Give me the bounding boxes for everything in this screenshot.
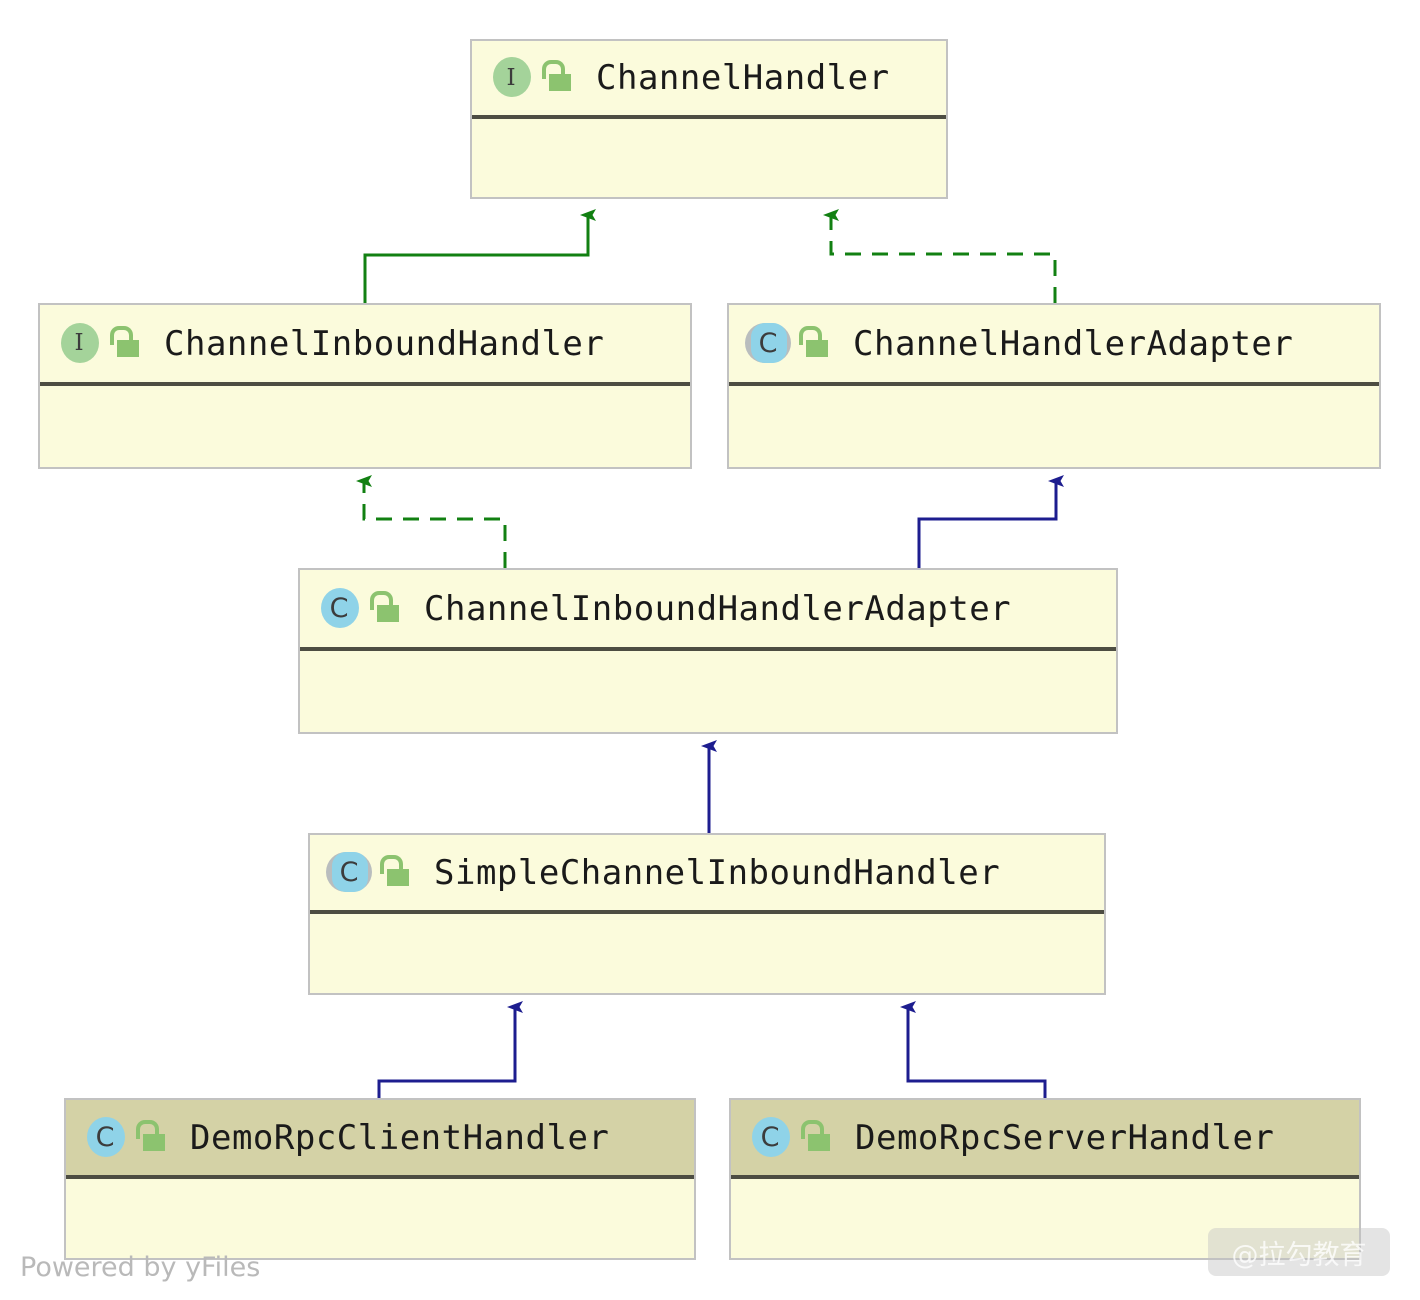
watermark-badge: @拉勾教育 bbox=[1208, 1228, 1390, 1276]
padlock-body bbox=[806, 339, 828, 357]
padlock-shackle bbox=[370, 590, 393, 610]
class-badge-icon: C bbox=[747, 1115, 793, 1161]
edge-client-to-simple bbox=[377, 1001, 523, 1098]
badge-disc bbox=[493, 57, 531, 97]
class-node-header: I ChannelInboundHandler bbox=[40, 305, 690, 386]
class-node-demo-rpc-client-handler[interactable]: C DemoRpcClientHandler bbox=[64, 1098, 696, 1260]
class-badge-icon: C bbox=[316, 586, 362, 632]
class-node-header: C ChannelHandlerAdapter bbox=[729, 305, 1379, 386]
class-name-label: ChannelInboundHandler bbox=[164, 323, 605, 364]
interface-badge-icon: I bbox=[56, 321, 102, 367]
edge-server-to-simple bbox=[900, 1001, 1047, 1098]
padlock-shackle bbox=[799, 325, 822, 345]
padlock-body bbox=[143, 1133, 165, 1151]
yfiles-credit-label: Powered by yFiles bbox=[20, 1252, 261, 1283]
class-node-header: C DemoRpcClientHandler bbox=[66, 1100, 694, 1179]
class-badge-icon: C bbox=[82, 1115, 128, 1161]
badge-letter: C bbox=[339, 857, 359, 888]
badge-disc bbox=[751, 322, 787, 363]
class-name-label: ChannelHandler bbox=[596, 58, 890, 98]
abstract-class-badge-icon: C bbox=[326, 850, 372, 896]
class-node-channel-handler-adapter[interactable]: C ChannelHandlerAdapter bbox=[727, 303, 1381, 469]
badge-letter: C bbox=[95, 1122, 115, 1153]
open-padlock-icon bbox=[368, 589, 402, 629]
edge-adapter-to-handler bbox=[823, 209, 1057, 303]
class-members-area bbox=[472, 119, 946, 197]
badge-disc bbox=[321, 587, 359, 628]
edge-inboundadapter-to-adapter bbox=[917, 475, 1064, 568]
padlock-body bbox=[377, 604, 399, 622]
badge-letter: C bbox=[758, 328, 778, 359]
open-padlock-icon bbox=[108, 324, 142, 364]
padlock-shackle bbox=[380, 854, 403, 874]
badge-disc bbox=[61, 322, 99, 363]
class-node-header: C SimpleChannelInboundHandler bbox=[310, 835, 1104, 914]
edge-inboundadapter-to-inbound bbox=[356, 475, 507, 568]
open-padlock-icon bbox=[378, 853, 412, 893]
padlock-body bbox=[117, 339, 139, 357]
badge-disc bbox=[87, 1116, 125, 1157]
badge-letter: C bbox=[760, 1122, 780, 1153]
open-padlock-icon bbox=[799, 1118, 833, 1158]
watermark-text: @拉勾教育 bbox=[1231, 1239, 1367, 1271]
badge-disc bbox=[752, 1116, 790, 1157]
padlock-shackle bbox=[801, 1119, 824, 1139]
class-members-area bbox=[731, 1179, 1359, 1258]
badge-letter: I bbox=[74, 330, 84, 356]
class-node-header: C DemoRpcServerHandler bbox=[731, 1100, 1359, 1179]
badge-letter: I bbox=[506, 64, 516, 91]
class-name-label: ChannelInboundHandlerAdapter bbox=[424, 588, 1012, 629]
padlock-shackle bbox=[136, 1119, 159, 1139]
class-node-channel-inbound-handler-adapter[interactable]: C ChannelInboundHandlerAdapter bbox=[298, 568, 1118, 734]
class-name-label: DemoRpcClientHandler bbox=[190, 1117, 610, 1158]
open-padlock-icon bbox=[797, 324, 831, 364]
badge-disc bbox=[332, 851, 368, 892]
class-name-label: SimpleChannelInboundHandler bbox=[434, 852, 1001, 893]
class-node-channel-inbound-handler[interactable]: I ChannelInboundHandler bbox=[38, 303, 692, 469]
abstract-class-badge-icon: C bbox=[745, 321, 791, 367]
class-members-area bbox=[310, 914, 1104, 993]
class-members-area bbox=[729, 386, 1379, 467]
padlock-shackle bbox=[542, 60, 565, 79]
padlock-body bbox=[387, 868, 409, 886]
class-node-simple-channel-inbound-handler[interactable]: C SimpleChannelInboundHandler bbox=[308, 833, 1106, 995]
badge-letter: C bbox=[329, 593, 349, 624]
class-node-header: C ChannelInboundHandlerAdapter bbox=[300, 570, 1116, 651]
padlock-body bbox=[549, 74, 571, 91]
class-node-demo-rpc-server-handler[interactable]: C DemoRpcServerHandler bbox=[729, 1098, 1361, 1260]
class-members-area bbox=[66, 1179, 694, 1258]
edge-inbound-to-handler bbox=[363, 209, 596, 303]
open-padlock-icon bbox=[540, 58, 574, 98]
class-node-header: I ChannelHandler bbox=[472, 41, 946, 119]
padlock-shackle bbox=[110, 325, 133, 345]
class-members-area bbox=[300, 651, 1116, 732]
open-padlock-icon bbox=[134, 1118, 168, 1158]
class-name-label: DemoRpcServerHandler bbox=[855, 1117, 1275, 1158]
interface-badge-icon: I bbox=[488, 55, 534, 101]
padlock-body bbox=[808, 1133, 830, 1151]
class-node-channel-handler[interactable]: I ChannelHandler bbox=[470, 39, 948, 199]
class-members-area bbox=[40, 386, 690, 467]
class-name-label: ChannelHandlerAdapter bbox=[853, 323, 1294, 364]
